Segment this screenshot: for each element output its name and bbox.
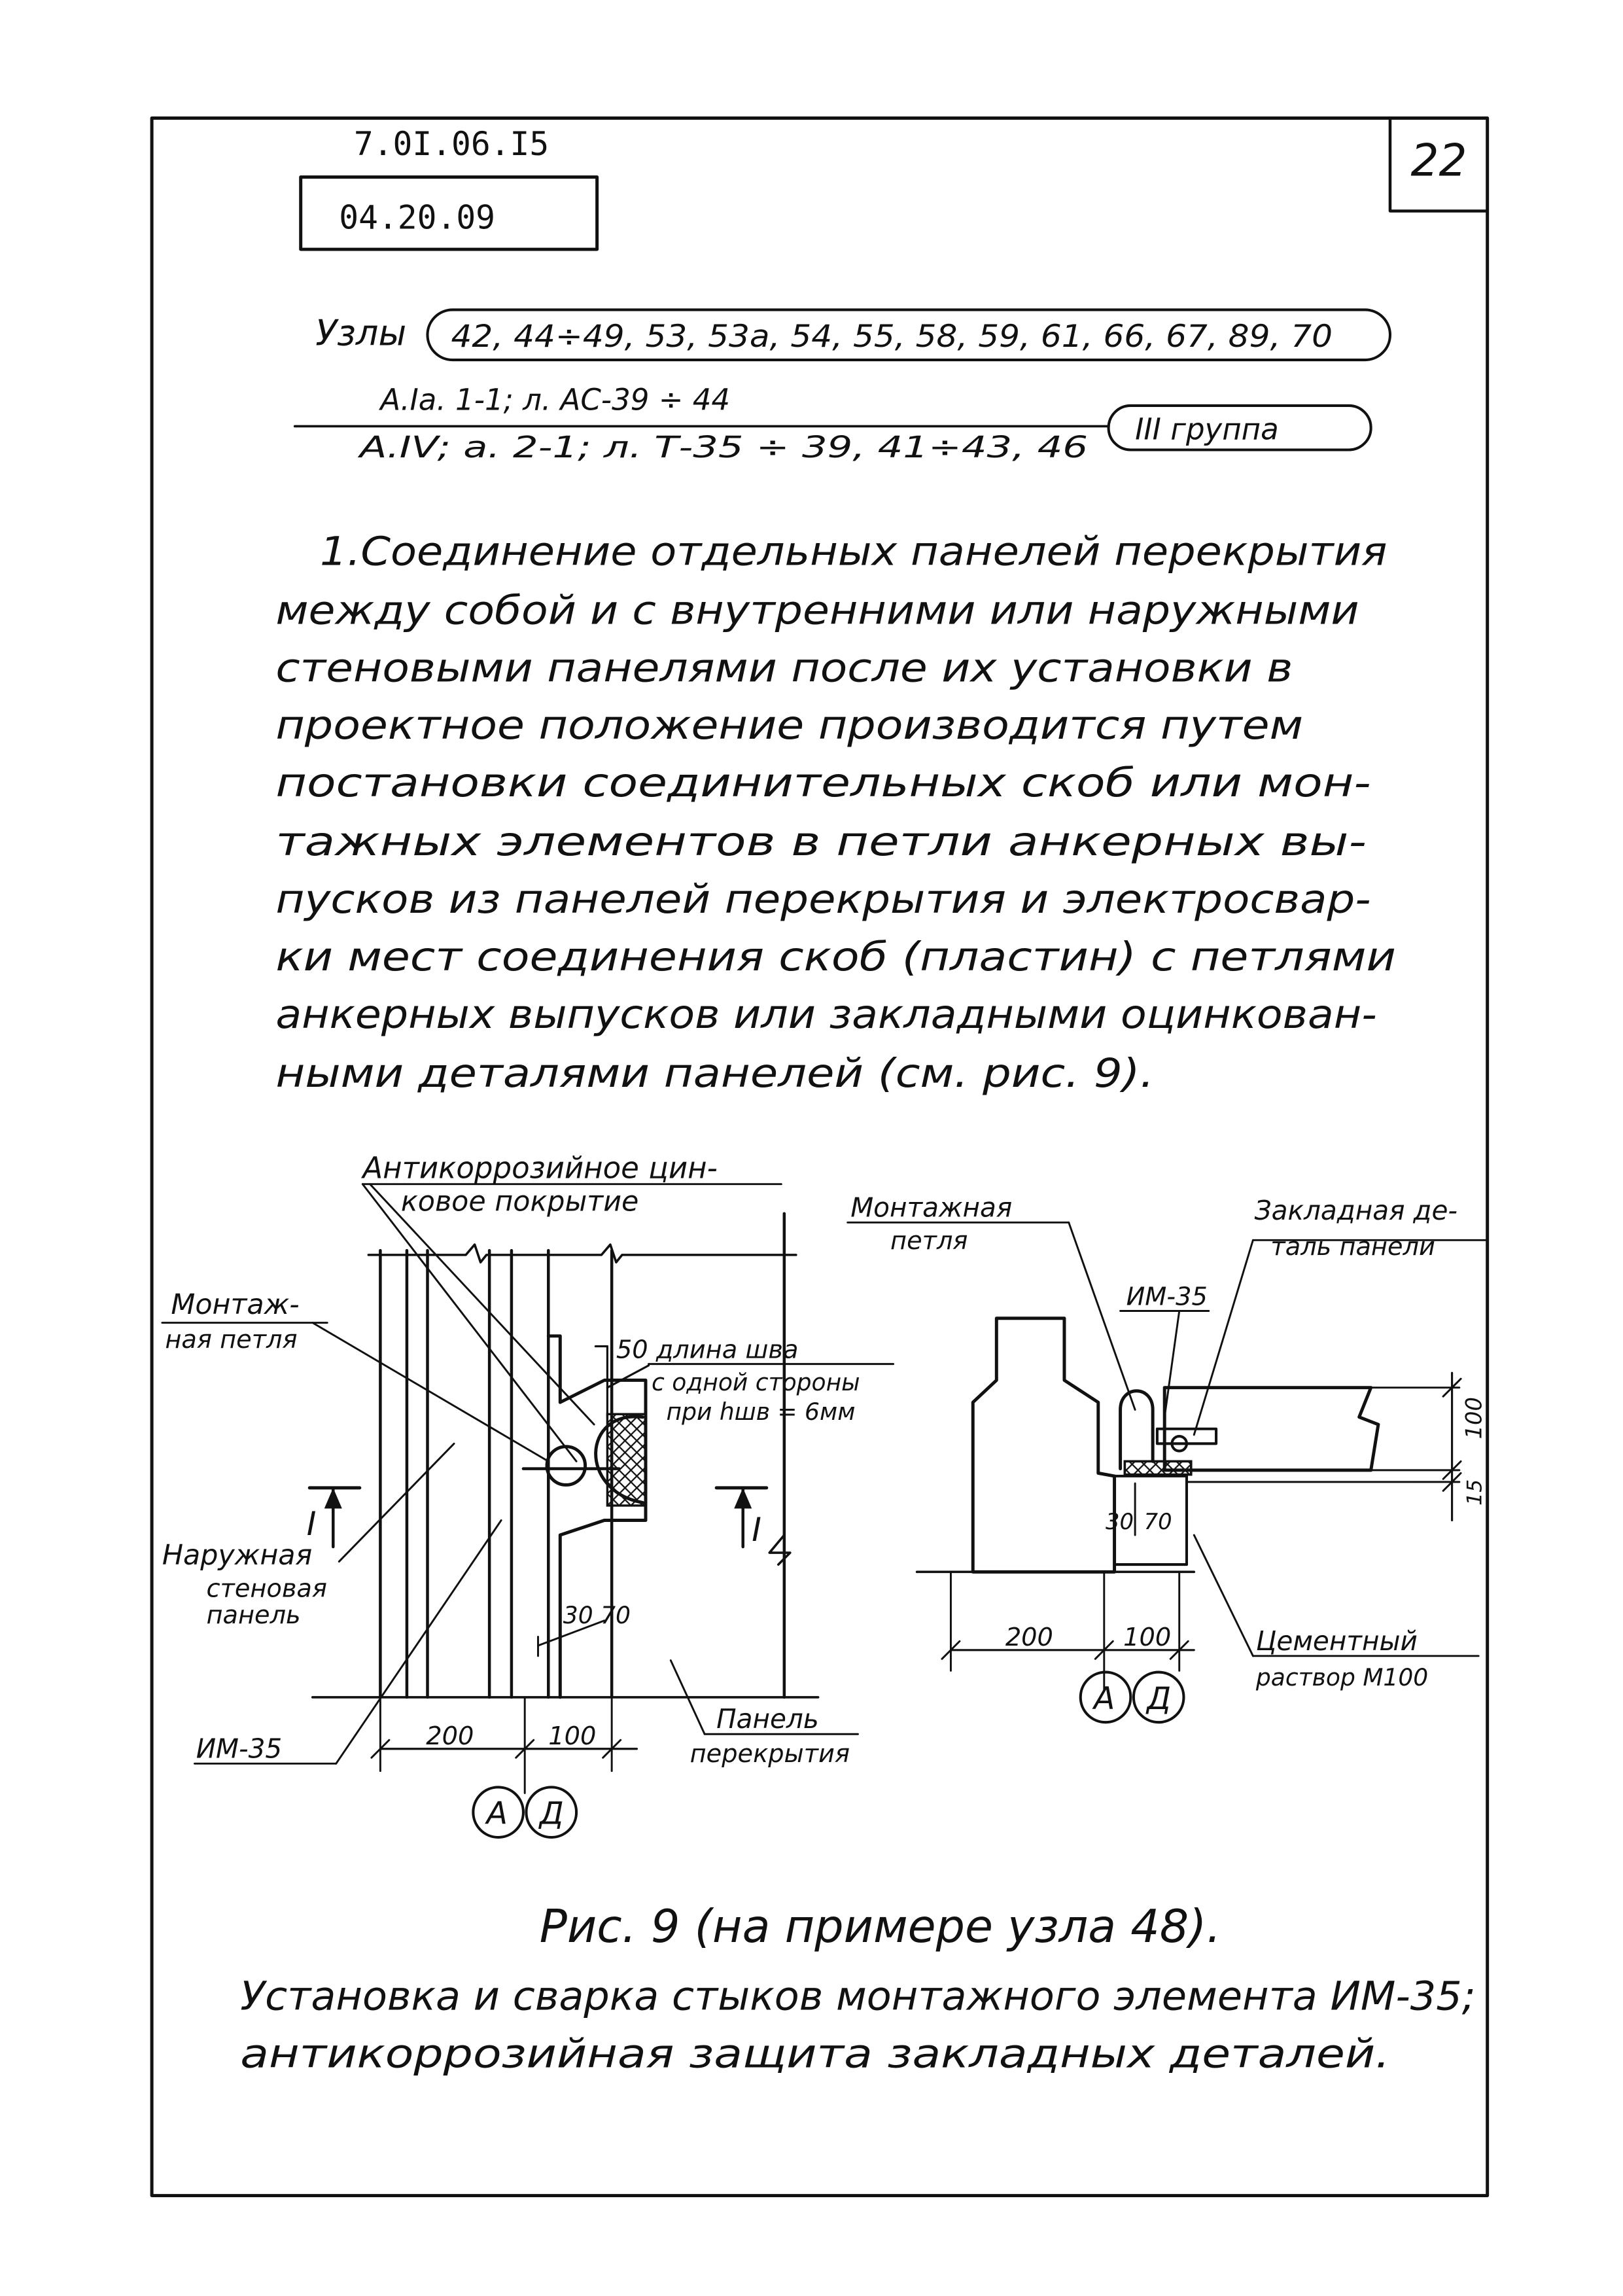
section-dim-100: 100 bbox=[1123, 1623, 1171, 1652]
nodes-list: 42, 44÷49, 53, 53а, 54, 55, 58, 59, 61, … bbox=[451, 319, 1333, 355]
body-line: тажных элементов в петли анкерных вы- bbox=[275, 819, 1367, 865]
section-dim-30: 30 bbox=[1106, 1509, 1134, 1534]
section-dim-70: 70 bbox=[1144, 1509, 1172, 1534]
section-embed-label: таль панели bbox=[1270, 1232, 1435, 1262]
body-line: стеновыми панелями после их установки в bbox=[275, 645, 1293, 691]
plan-weld-side: с одной стороны bbox=[652, 1369, 860, 1396]
body-line: ными деталями панелей (см. рис. 9). bbox=[275, 1051, 1154, 1097]
sheet-border bbox=[150, 116, 1490, 2198]
plan-dim-200: 200 bbox=[426, 1722, 474, 1751]
section-mortar-label: раствор М100 bbox=[1255, 1664, 1428, 1691]
plan-wall-label: стеновая bbox=[206, 1574, 326, 1604]
section-view-drawing bbox=[846, 1221, 1487, 1724]
plan-dim-30-70: 30 70 bbox=[563, 1602, 631, 1629]
plan-axis-a: А bbox=[485, 1796, 508, 1832]
axis-d-circle bbox=[525, 1786, 578, 1839]
section-axis-d: Д bbox=[1145, 1681, 1171, 1717]
axis-d-circle bbox=[1132, 1670, 1185, 1724]
plan-coating-label: ковое покрытие bbox=[401, 1185, 638, 1218]
body-paragraph: 1.Соединение отдельных панелей перекрыти… bbox=[275, 529, 1396, 1097]
plan-wall-label: Наружная bbox=[162, 1539, 312, 1572]
series-code-box bbox=[299, 175, 599, 251]
ref-line-1: А.Iа. 1-1; л. АС-39 ÷ 44 bbox=[378, 383, 730, 417]
body-line: ки мест соединения скоб (пластин) с петл… bbox=[275, 934, 1396, 980]
section-loop-label: петля bbox=[890, 1226, 968, 1256]
section-embed-label: Закладная де- bbox=[1255, 1195, 1457, 1226]
plan-loop-label: ная петля bbox=[165, 1325, 297, 1354]
group-label: III группа bbox=[1135, 412, 1279, 447]
nodes-capsule bbox=[426, 308, 1391, 362]
plan-element-label: ИМ-35 bbox=[196, 1733, 283, 1764]
section-element-label: ИМ-35 bbox=[1126, 1282, 1208, 1311]
plan-coating-label: Антикоррозийное цин- bbox=[360, 1151, 718, 1186]
plan-loop-label: Монтаж- bbox=[171, 1288, 299, 1321]
axis-a-circle bbox=[1079, 1670, 1132, 1724]
body-line: 1.Соединение отдельных панелей перекрыти… bbox=[320, 529, 1387, 574]
plan-section-mark-right: I bbox=[752, 1511, 761, 1549]
plan-section-mark-left: I bbox=[307, 1505, 317, 1543]
section-loop-label: Монтажная bbox=[850, 1192, 1012, 1223]
section-dim-100v: 100 bbox=[1461, 1397, 1487, 1439]
doc-number: 7.0I.06.I5 bbox=[354, 125, 549, 163]
axis-a-circle bbox=[472, 1786, 525, 1839]
ref-line-2: А.IV; а. 2-1; л. Т-35 ÷ 39, 41÷43, 46 bbox=[357, 430, 1088, 465]
figure-caption-line: Установка и сварка стыков монтажного эле… bbox=[240, 1974, 1475, 2020]
body-line: между собой и с внутренними или наружным… bbox=[275, 588, 1359, 633]
plan-slab-label: перекрытия bbox=[690, 1739, 850, 1769]
section-axis-a: А bbox=[1092, 1681, 1115, 1717]
body-line: постановки соединительных скоб или мон- bbox=[275, 760, 1370, 806]
figure-caption-line: антикоррозийная защита закладных деталей… bbox=[240, 2031, 1390, 2077]
section-dim-200: 200 bbox=[1005, 1623, 1053, 1652]
section-mortar-label: Цементный bbox=[1256, 1625, 1418, 1657]
section-dim-15v: 15 bbox=[1463, 1479, 1487, 1506]
body-line: анкерных выпусков или закладными оцинков… bbox=[275, 992, 1376, 1038]
plan-dim-100: 100 bbox=[548, 1722, 596, 1751]
plan-weld-height: при hшв = 6мм bbox=[667, 1398, 856, 1426]
page-number: 22 bbox=[1411, 134, 1467, 186]
group-capsule bbox=[1107, 404, 1372, 451]
figure-caption-title: Рис. 9 (на примере узла 48). bbox=[540, 1900, 1221, 1953]
plan-wall-label: панель bbox=[206, 1600, 300, 1630]
plan-slab-label: Панель bbox=[716, 1703, 819, 1735]
plan-axis-d: Д bbox=[538, 1796, 564, 1832]
nodes-label: Узлы bbox=[315, 313, 406, 354]
body-line: проектное положение производится путем bbox=[275, 703, 1303, 749]
series-code: 04.20.09 bbox=[339, 199, 495, 237]
body-line: пусков из панелей перекрытия и электросв… bbox=[275, 877, 1370, 923]
page-number-cell bbox=[1388, 116, 1489, 213]
plan-weld-length: 50 длина шва bbox=[616, 1335, 799, 1365]
plan-view-drawing bbox=[161, 1183, 895, 1839]
